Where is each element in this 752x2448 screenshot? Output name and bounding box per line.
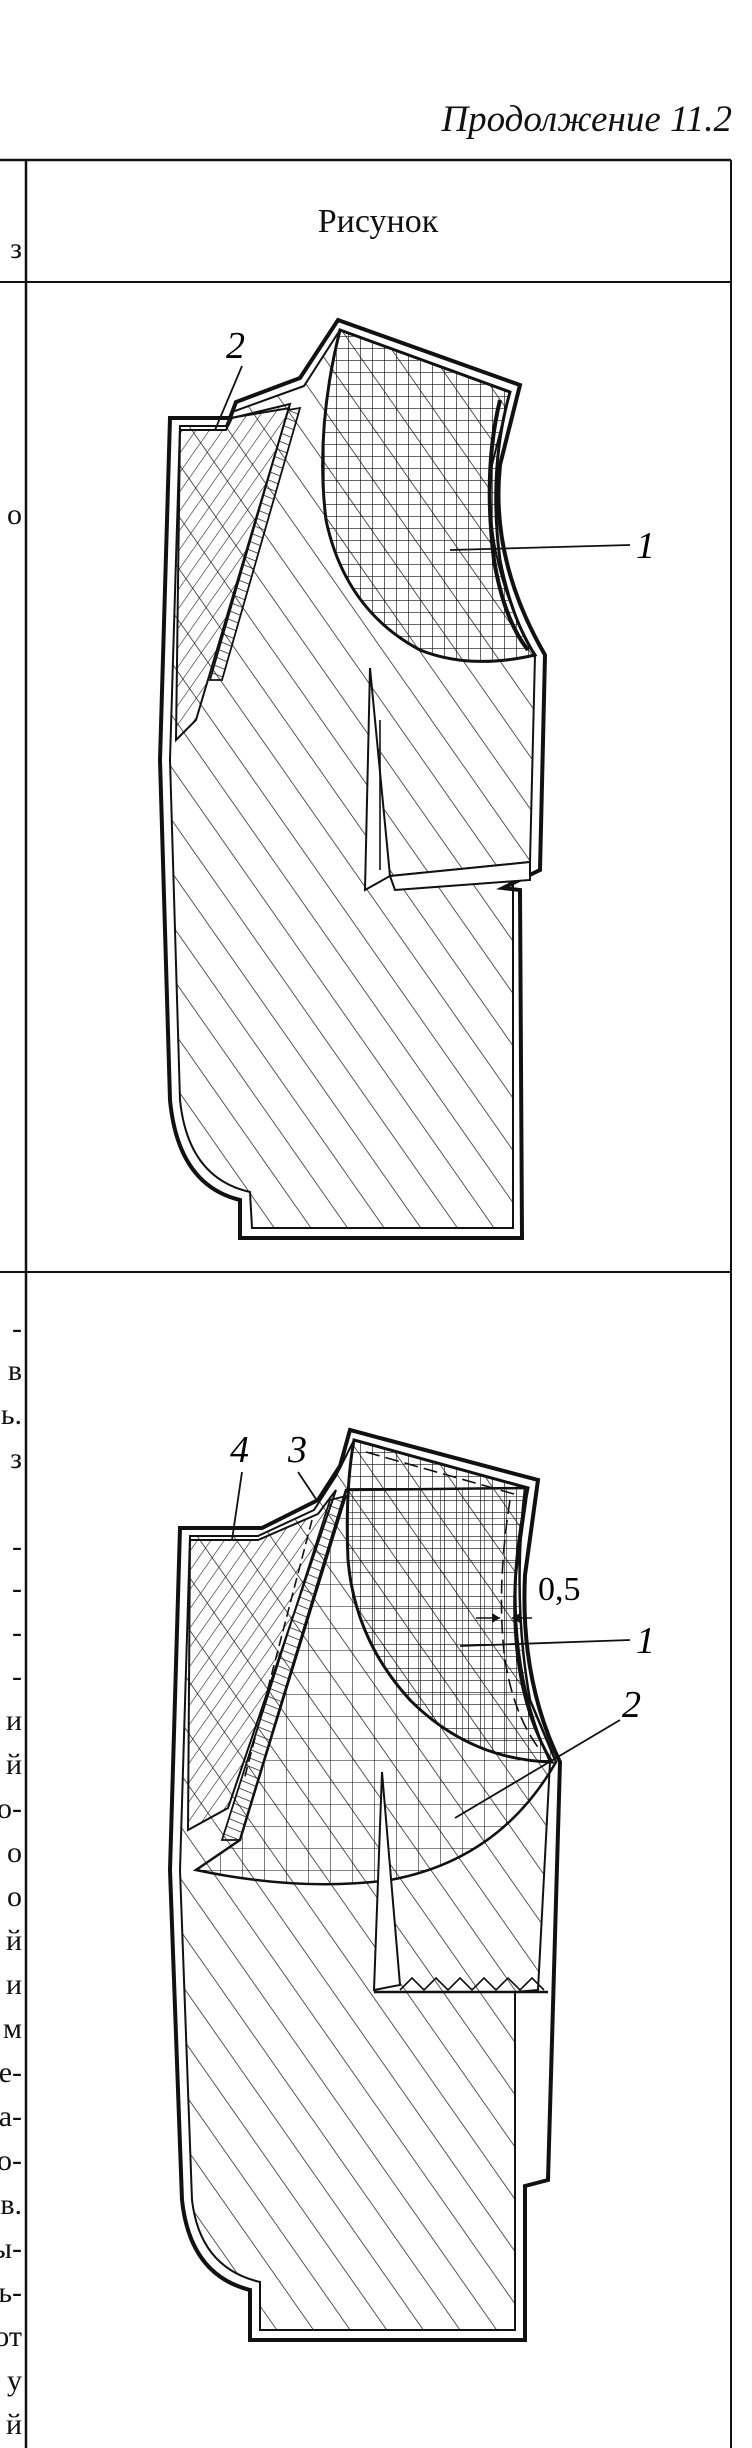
left-column-fragment: от [0,2320,22,2353]
left-column-fragment: й [5,2408,22,2441]
left-column-fragment: а- [0,2100,22,2133]
top-chest-interlining [321,328,538,663]
left-column-fragment: в. [0,2188,22,2221]
left-column-fragment: и [5,1968,22,2001]
left-column-fragment: - [12,1616,22,1649]
top-pocket-flap [388,860,531,892]
bottom-label-3: 3 [287,1429,307,1471]
left-column-fragment: - [12,1660,22,1693]
bottom-label-1: 1 [636,1620,655,1662]
top-label-2: 2 [226,325,245,367]
bottom-label-2: 2 [622,1684,641,1726]
continuation-caption: Продолжение 11.2 [441,99,732,140]
left-column-fragment: й [5,1924,22,1957]
left-column-fragment: в [7,1354,22,1387]
left-column-fragment: ы- [0,2232,22,2265]
top-outer-contour [157,317,548,1240]
left-column-fragment: ь- [0,2276,22,2309]
left-column-fragment: е- [0,2056,22,2089]
left-column-fragment: о- [0,2144,22,2177]
bottom-lapel-panel [186,1489,337,1832]
left-column-fragment: ь. [0,1398,22,1431]
left-column-fragment: - [12,1312,22,1345]
left-column-fragment: и [5,1704,22,1737]
bottom-zigzag-line [399,1976,545,1992]
bottom-chest-interlining [345,1438,555,1764]
left-column-fragment: з [10,1442,22,1475]
left-column-fragment: у [7,2364,22,2397]
left-column-fragment: о [7,1880,22,1913]
left-column-fragment: о- [0,1792,22,1825]
bottom-dimension-label: 0,5 [538,1571,581,1608]
bottom-outer-contour [167,1427,563,2342]
left-column-fragment: м [3,2012,22,2045]
bottom-label-4: 4 [230,1429,249,1471]
top-label-1: 1 [636,525,655,567]
column-header-figure: Рисунок [317,203,439,240]
left-column-fragment: о [7,498,22,531]
left-column-fragment: й [5,1748,22,1781]
left-column-fragment: з [10,232,22,265]
top-lapel-panel [174,402,292,743]
left-column-fragment: - [12,1530,22,1563]
left-column-fragment: - [12,1572,22,1605]
left-column-fragment: о [7,1836,22,1869]
top-edge-tape [208,406,302,681]
bottom-dart [372,1771,402,1992]
